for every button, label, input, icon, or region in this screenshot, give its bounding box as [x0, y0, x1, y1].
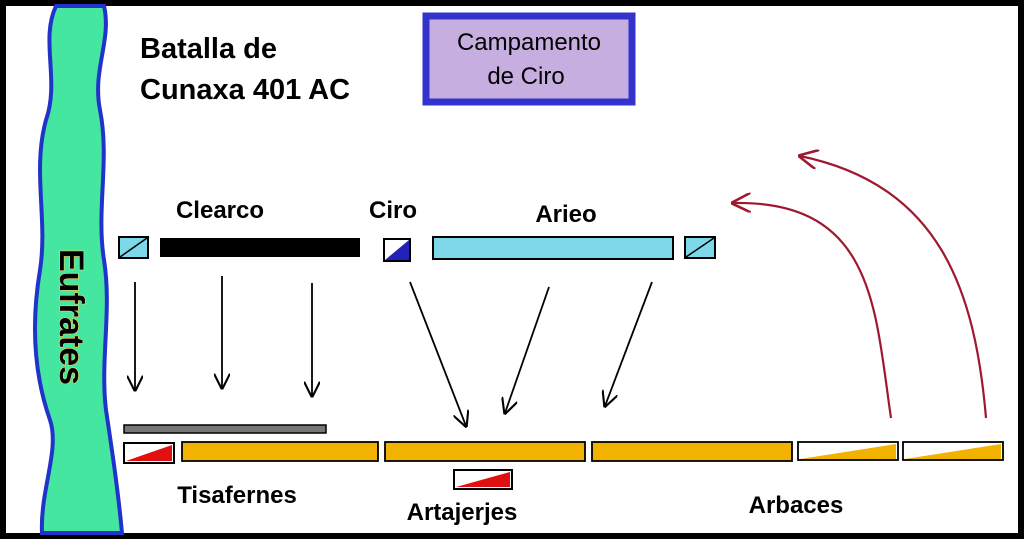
clearco-greek-line — [160, 238, 360, 257]
map-title-line1: Batalla de — [140, 33, 277, 65]
camp-label-line2: de Ciro — [487, 63, 564, 90]
advance-arrow — [605, 281, 653, 406]
cyrus-right-flank-unit — [684, 236, 716, 259]
river-label: Eufrates — [52, 249, 90, 385]
label-ciro: Ciro — [369, 197, 417, 224]
river-eufrates — [33, 3, 125, 535]
map-title-line2: Cunaxa 401 AC — [140, 74, 350, 106]
camp-label-line1: Campamento — [457, 29, 601, 56]
label-artajerjes: Artajerjes — [407, 499, 518, 526]
flanking-arrow — [800, 156, 988, 419]
label-arbaces: Arbaces — [749, 492, 844, 519]
label-tisafernes: Tisafernes — [177, 482, 297, 509]
arieo-line — [432, 236, 674, 260]
arbaces-cavalry-unit — [797, 441, 899, 461]
ciro-unit — [383, 238, 411, 262]
label-arieo: Arieo — [535, 201, 596, 228]
tisafernes-cavalry-unit — [123, 442, 175, 464]
camp-box — [422, 12, 636, 106]
persian-infantry-line — [384, 441, 586, 462]
artajerjes-king-unit — [453, 469, 513, 490]
label-clearco: Clearco — [176, 197, 264, 224]
advance-arrow — [505, 286, 550, 413]
cyrus-left-flank-unit — [118, 236, 149, 259]
advance-arrow — [409, 281, 466, 426]
persian-reserve-line — [123, 424, 327, 434]
persian-infantry-line — [591, 441, 793, 462]
persian-infantry-line — [181, 441, 379, 462]
flanking-arrow — [733, 203, 893, 419]
arbaces-cavalry-unit — [902, 441, 1004, 461]
